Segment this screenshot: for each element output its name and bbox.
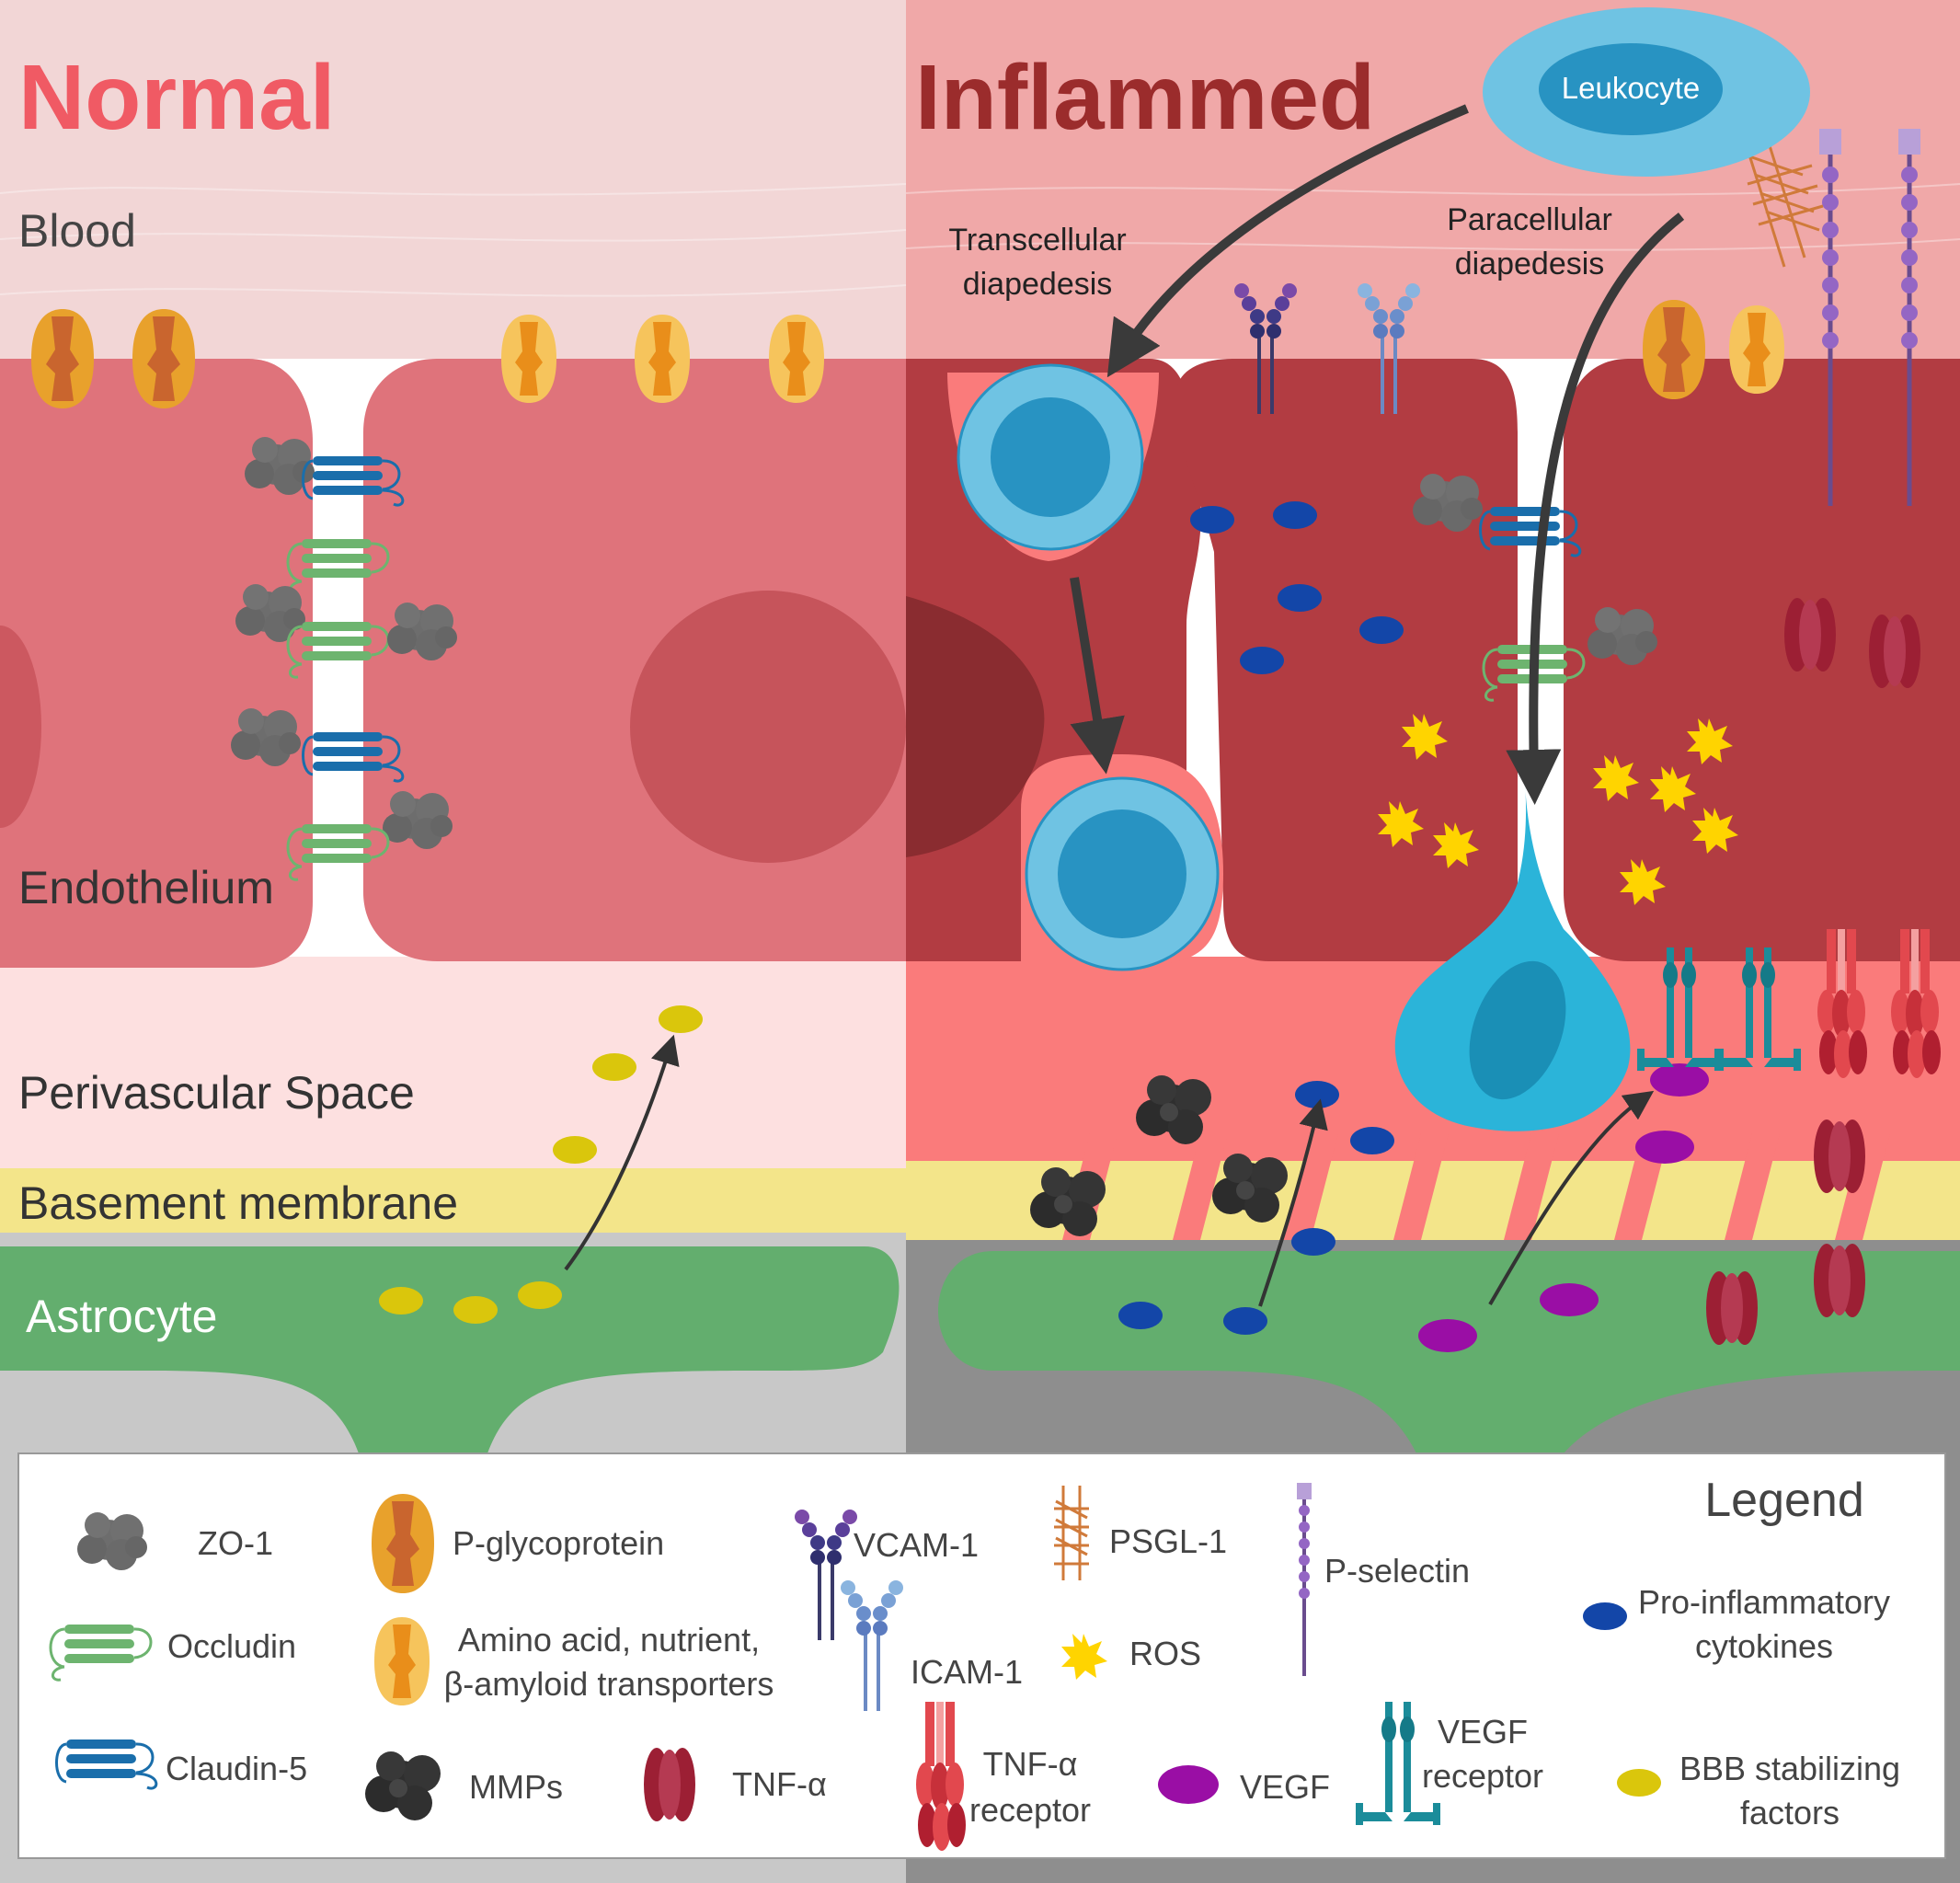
legend-pselectin-icon: [1297, 1483, 1312, 1676]
endothelial-cell: [0, 359, 313, 968]
tnfa-icon: [1814, 1244, 1865, 1317]
p-glycoprotein-icon: [1643, 300, 1705, 399]
legend-mmps-label: MMPs: [469, 1768, 563, 1806]
basement-label: Basement membrane: [18, 1177, 458, 1229]
legend-pgp-label: P-glycoprotein: [453, 1524, 664, 1562]
legend-tnfr-label-2: receptor: [969, 1791, 1091, 1829]
p-glycoprotein-icon: [132, 309, 195, 408]
legend-transporter-label-2: β-amyloid transporters: [444, 1665, 774, 1703]
legend-tnfr-label-1: TNF-α: [983, 1745, 1078, 1783]
legend-bbb-label-1: BBB stabilizing: [1679, 1750, 1900, 1787]
paracellular-arrow: [1506, 212, 1685, 805]
legend-vegfr-label-1: VEGF: [1438, 1713, 1528, 1751]
paracellular-leukocyte: [1394, 782, 1631, 1131]
transcellular-arrow-2: [1070, 577, 1125, 775]
legend-cytokine-label-2: cytokines: [1695, 1627, 1833, 1665]
transcellular-arrow: [1106, 104, 1469, 378]
p-glycoprotein-icon: [31, 309, 94, 408]
astrocyte-endfoot-inflamed: [938, 1251, 1960, 1453]
legend-vcam1-label: VCAM-1: [854, 1526, 979, 1564]
legend-tnfa-icon: [644, 1748, 695, 1821]
tnfa-icon: [1706, 1271, 1758, 1345]
astrocyte-label: Astrocyte: [26, 1291, 217, 1342]
normal-basement-membrane: [0, 1168, 906, 1233]
legend-transporter-icon: [374, 1617, 430, 1705]
legend-pselectin-label: P-selectin: [1324, 1552, 1470, 1590]
transporter-icon: [1729, 305, 1784, 394]
endothelial-cell-inflamed: [1564, 359, 1960, 961]
nucleus: [0, 626, 41, 828]
leukocyte: Leukocyte: [1483, 7, 1810, 177]
legend-ros-label: ROS: [1129, 1635, 1201, 1672]
endothelial-nucleus-inflamed: [906, 596, 1045, 857]
endothelium-label: Endothelium: [18, 862, 274, 913]
legend-pgp-icon: [372, 1494, 434, 1593]
legend-transporter-label-1: Amino acid, nutrient,: [458, 1621, 760, 1659]
normal-title: Normal: [18, 46, 336, 149]
arrows: [564, 104, 1685, 1307]
leukocyte-label: Leukocyte: [1562, 71, 1700, 105]
legend-cytokine-icon: [1583, 1602, 1627, 1630]
legend-bbb-icon: [1617, 1769, 1661, 1797]
cytokines: [1118, 501, 1404, 1335]
endothelial-nucleus: [630, 591, 906, 863]
tnfa-icon: [1784, 598, 1836, 672]
legend-claudin5-label: Claudin-5: [166, 1750, 307, 1787]
astrocyte-endfoot: [0, 1246, 900, 1453]
p-selectin-icon: [1819, 129, 1920, 506]
legend-vegf-icon: [1158, 1765, 1219, 1804]
blood-label: Blood: [18, 205, 136, 257]
legend-tnfa-label: TNF-α: [732, 1765, 827, 1803]
transcellular-label-2: diapedesis: [963, 267, 1113, 302]
transporter-icon: [501, 315, 556, 403]
inflamed-title: Inflammed: [915, 46, 1375, 149]
transmigrating-leukocyte: [947, 363, 1159, 561]
legend-icam1-label: ICAM-1: [911, 1653, 1023, 1691]
endothelial-cell-inflamed: [1175, 359, 1518, 961]
legend: Legend ZO-1 Occludin Claudin-5 P-glycopr…: [0, 1452, 1960, 1883]
normal-perivascular-region: [0, 957, 906, 1168]
legend-title: Legend: [1704, 1474, 1864, 1527]
transmigrating-leukocyte: [1021, 754, 1223, 971]
paracellular-label-1: Paracellular: [1447, 202, 1612, 237]
vegf-arrow: [1488, 1090, 1655, 1306]
perivascular-label: Perivascular Space: [18, 1067, 415, 1119]
tnfa-icon: [1814, 1119, 1865, 1193]
cytokine-arrow: [1258, 1098, 1328, 1307]
legend-occludin-label: Occludin: [167, 1627, 296, 1665]
bbb-factor-arrow: [564, 1034, 680, 1271]
legend-cytokine-label-1: Pro-inflammatory: [1638, 1583, 1890, 1621]
paracellular-label-2: diapedesis: [1455, 247, 1605, 281]
legend-zo1-label: ZO-1: [198, 1524, 273, 1562]
bbb-stabilizing-factors: [379, 1005, 703, 1324]
normal-panel: [0, 0, 906, 1453]
legend-bbb-label-2: factors: [1740, 1794, 1840, 1831]
tnfa-icon: [1869, 614, 1920, 688]
blood-texture: [0, 183, 1960, 297]
legend-psgl1-icon: [1054, 1486, 1089, 1580]
transcellular-label-1: Transcellular: [948, 223, 1126, 258]
legend-vegfr-label-2: receptor: [1422, 1757, 1543, 1795]
vegf-molecules: [1418, 1063, 1709, 1352]
transporter-icon: [769, 315, 824, 403]
legend-psgl1-label: PSGL-1: [1109, 1522, 1227, 1560]
legend-vegf-label: VEGF: [1240, 1768, 1330, 1806]
transporter-icon: [635, 315, 690, 403]
normal-blood-region: [0, 0, 906, 359]
